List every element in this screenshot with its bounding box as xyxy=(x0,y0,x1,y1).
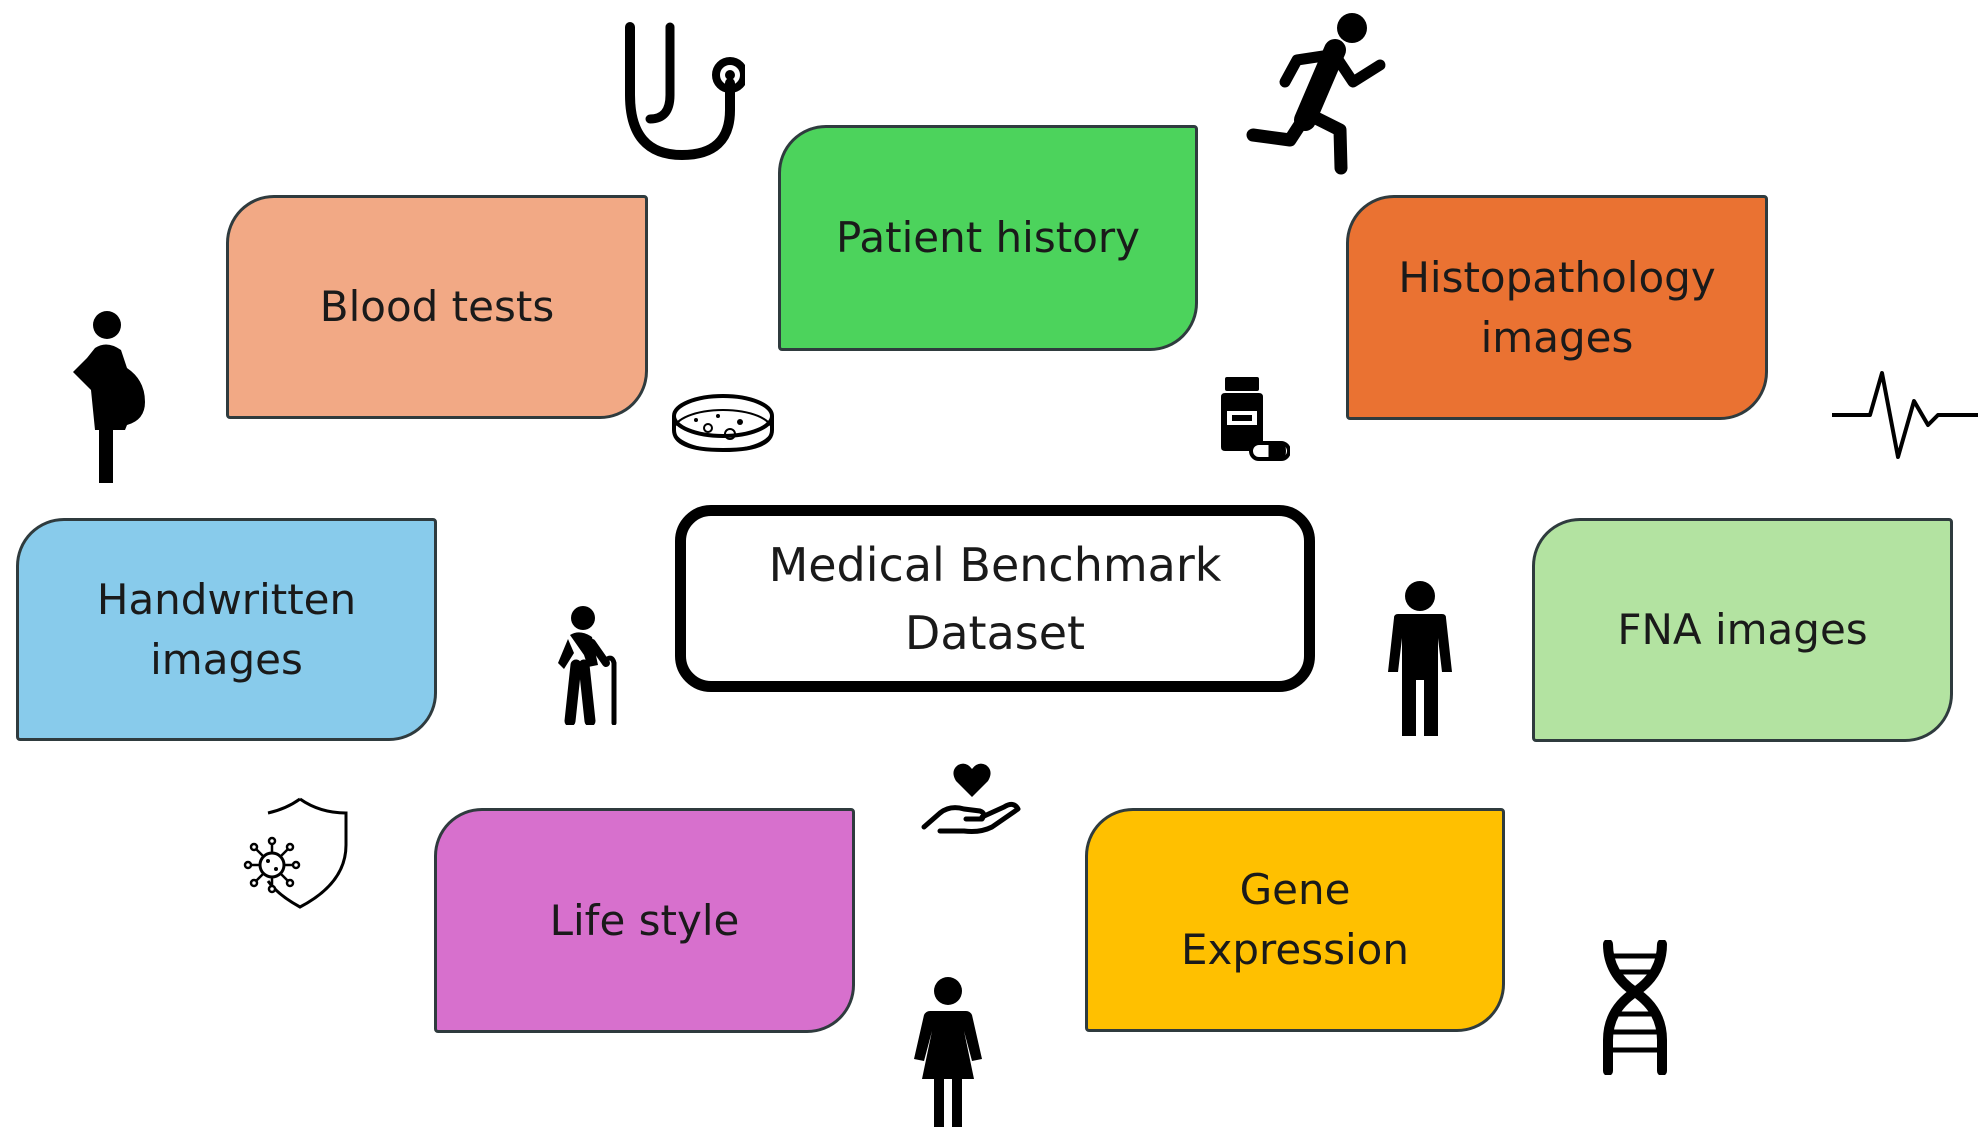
man-icon xyxy=(1388,581,1452,736)
medicine-bottle-icon xyxy=(1221,377,1290,461)
runner-icon xyxy=(1246,13,1386,175)
card-handwritten-images: Handwritten images xyxy=(16,518,437,741)
elderly-person-icon xyxy=(558,606,617,725)
card-life-style: Life style xyxy=(434,808,855,1033)
card-fna-images-label: FNA images xyxy=(1617,605,1868,654)
card-histopathology-images: Histopathology images xyxy=(1346,195,1768,420)
card-gene-expression: Gene Expression xyxy=(1085,808,1505,1032)
card-patient-history-label: Patient history xyxy=(835,213,1141,262)
card-fna-images: FNA images xyxy=(1532,518,1953,742)
pregnant-woman-icon xyxy=(73,311,145,483)
card-blood-tests-label: Blood tests xyxy=(319,282,555,331)
card-blood-tests: Blood tests xyxy=(226,195,648,419)
heartbeat-icon xyxy=(1832,371,1978,459)
virus-shield-icon xyxy=(243,797,348,909)
card-patient-history: Patient history xyxy=(778,125,1198,351)
card-histopathology-images-label: Histopathology images xyxy=(1398,252,1716,362)
stethoscope-icon xyxy=(625,22,745,161)
woman-icon xyxy=(914,977,982,1127)
heart-in-hand-icon xyxy=(921,763,1021,834)
center-dataset-title: Medical Benchmark Dataset xyxy=(768,537,1222,660)
card-gene-expression-label: Gene Expression xyxy=(1181,865,1409,974)
petri-dish-icon xyxy=(672,394,774,453)
dna-icon xyxy=(1603,940,1667,1075)
card-life-style-label: Life style xyxy=(549,895,740,945)
center-dataset-box: Medical Benchmark Dataset xyxy=(675,505,1315,692)
card-handwritten-images-label: Handwritten images xyxy=(96,574,357,684)
